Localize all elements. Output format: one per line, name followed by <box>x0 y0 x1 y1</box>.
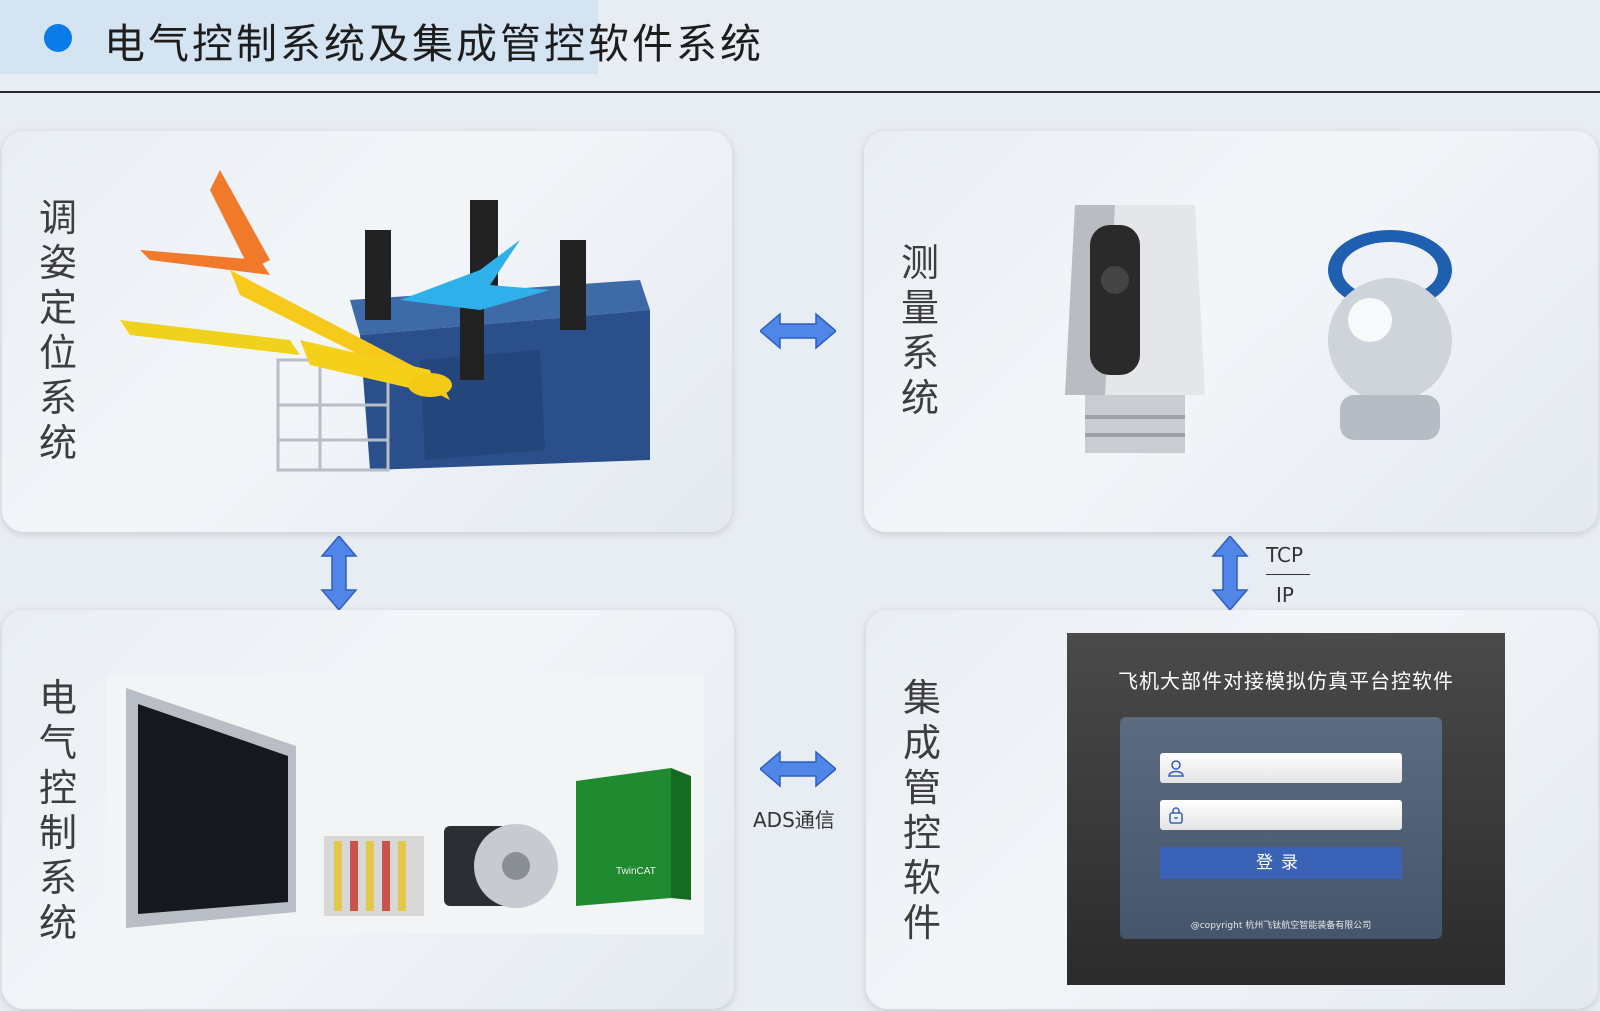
panel-measurement <box>864 131 1598 532</box>
password-field[interactable] <box>1160 800 1402 830</box>
user-icon <box>1168 760 1184 777</box>
header-bar <box>0 0 598 74</box>
login-window: 飞机大部件对接模拟仿真平台控软件 登录 @copyright 杭州飞钛航空智能装… <box>1067 633 1505 985</box>
twincat-label: TwinCAT <box>616 866 656 877</box>
login-button[interactable]: 登录 <box>1160 847 1402 879</box>
label-measurement: 测量系统 <box>900 241 939 420</box>
page-title: 电气控制系统及集成管控软件系统 <box>104 20 764 68</box>
copyright-text: @copyright 杭州飞钛航空智能装备有限公司 <box>1190 921 1372 931</box>
double-arrow-icon <box>320 536 358 610</box>
electrical-hardware-illustration: TwinCAT <box>106 676 704 934</box>
login-title: 飞机大部件对接模拟仿真平台控软件 <box>1118 669 1454 693</box>
twincat-software-box: TwinCAT <box>576 768 691 906</box>
protocol-label-ads: ADS通信 <box>753 808 835 832</box>
protocol-divider <box>1266 574 1310 575</box>
spherical-reflector-illustration <box>1328 230 1452 440</box>
servo-motor <box>444 824 558 908</box>
lock-icon <box>1169 807 1183 824</box>
io-terminals <box>324 836 424 916</box>
aircraft-model <box>120 170 452 400</box>
aircraft-positioning-illustration <box>120 170 650 472</box>
laser-tracker-illustration <box>1065 205 1205 453</box>
label-electrical-control: 电气控制系统 <box>38 676 77 945</box>
label-integrated-software: 集成管控软件 <box>902 676 941 945</box>
double-arrow-icon <box>1211 536 1249 610</box>
blue-wing-part <box>400 240 550 310</box>
login-card: 登录 @copyright 杭州飞钛航空智能装备有限公司 <box>1120 717 1442 939</box>
double-arrow-icon <box>760 312 836 350</box>
label-posture-positioning: 调姿定位系统 <box>38 196 77 465</box>
double-arrow-icon <box>760 750 836 788</box>
protocol-label-tcp: TCP <box>1266 543 1304 567</box>
header-divider <box>0 91 1600 93</box>
protocol-label-ip: IP <box>1276 583 1294 607</box>
username-field[interactable] <box>1160 753 1402 783</box>
bullet-icon <box>44 24 72 52</box>
